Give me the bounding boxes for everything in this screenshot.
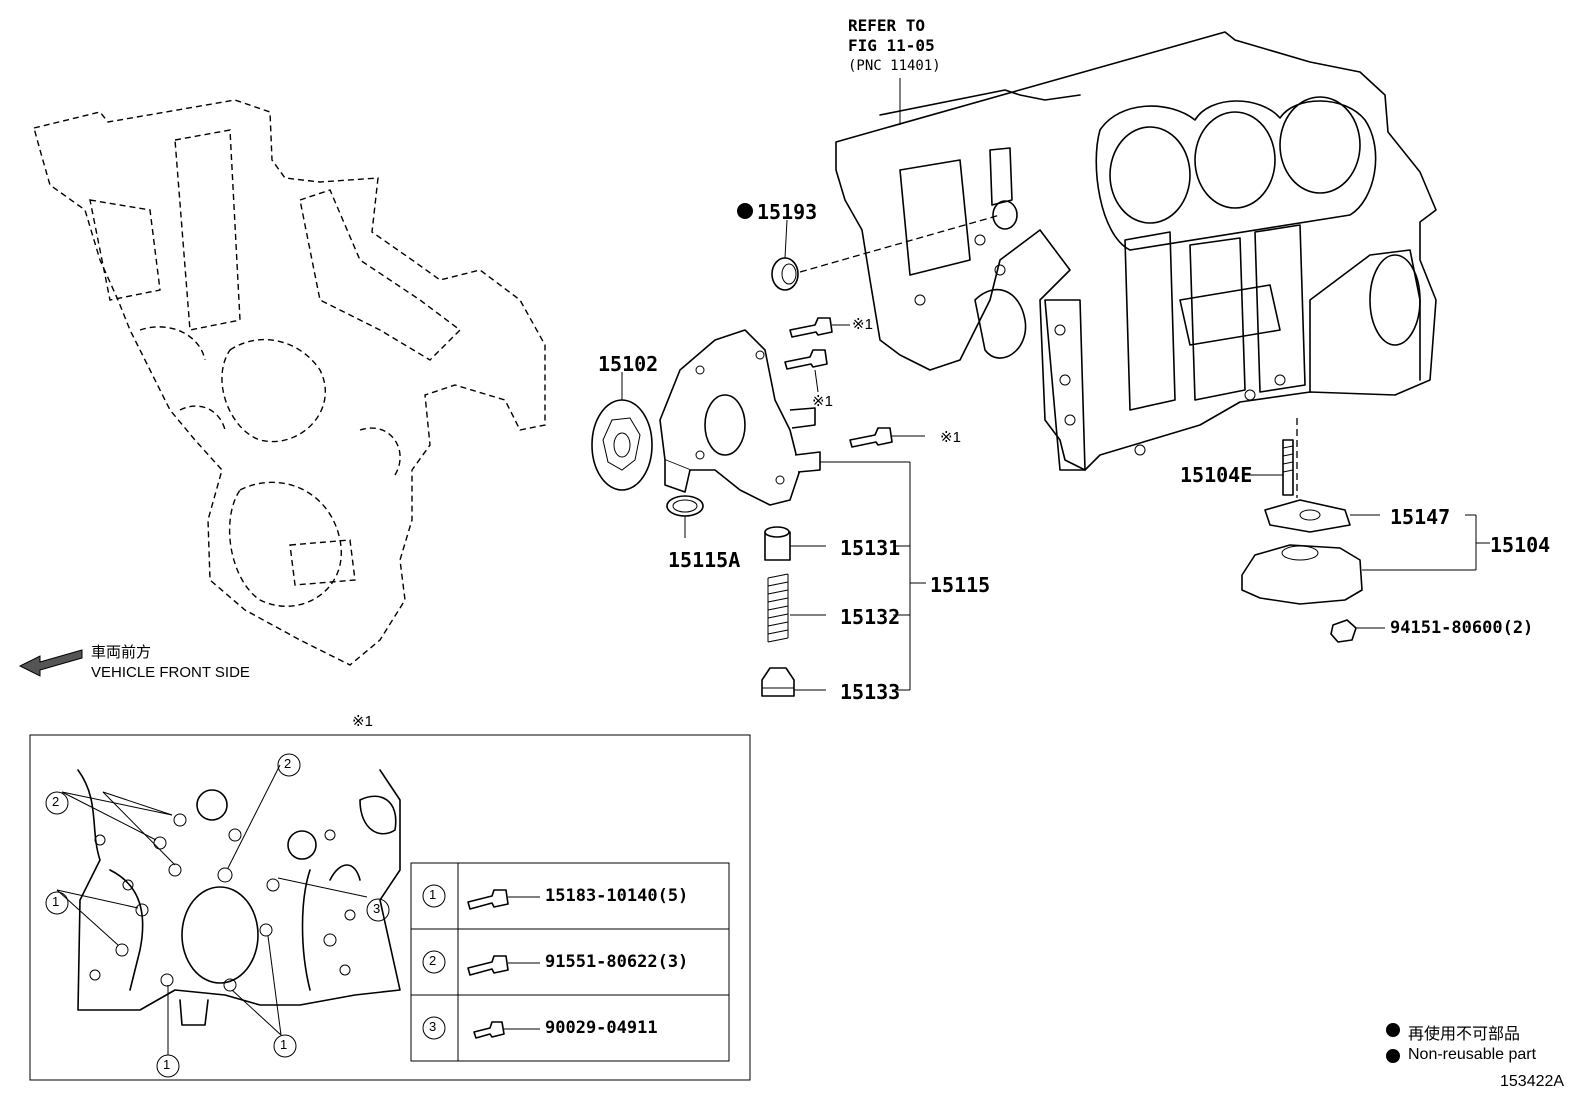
label-15133: 15133 — [840, 680, 901, 704]
cylinder-block-drawing — [835, 31, 1437, 471]
refer-line1: REFER TO — [848, 16, 926, 35]
oil-pump-rotor-15102-drawing — [591, 372, 653, 491]
table-row-2-num: 2 — [429, 953, 437, 968]
o-ring-15115A-drawing — [666, 495, 704, 538]
front-label-en: VEHICLE FRONT SIDE — [91, 664, 250, 681]
table-row-3-num: 3 — [429, 1019, 437, 1034]
callout-2-a: 2 — [52, 794, 60, 809]
legend-dot-icon — [1386, 1023, 1400, 1037]
note-marker-1a: ※1 — [852, 316, 873, 333]
timing-chain-cover-drawing — [33, 99, 546, 666]
note-marker-1c: ※1 — [940, 429, 961, 446]
table-row-2-part: 91551-80622(3) — [545, 952, 689, 972]
label-15104E: 15104E — [1180, 463, 1253, 487]
refer-line3: (PNC 11401) — [848, 58, 941, 74]
front-label-jp: 車両前方 — [91, 644, 152, 661]
label-15102: 15102 — [598, 352, 659, 376]
table-row-3-part: 90029-04911 — [545, 1018, 658, 1038]
legend-en: Non-reusable part — [1408, 1046, 1537, 1063]
label-15104: 15104 — [1490, 533, 1551, 557]
callout-1-c: 1 — [280, 1037, 288, 1052]
legend-dot-icon — [1386, 1049, 1400, 1063]
refer-note: REFER TO FIG 11-05 (PNC 11401) — [848, 16, 941, 76]
parts-table-grid — [410, 862, 730, 1062]
relief-valve-drawing — [761, 461, 926, 697]
oil-seal-15193-drawing — [771, 219, 799, 291]
front-arrow-icon — [18, 649, 83, 677]
table-row-1-part: 15183-10140(5) — [545, 886, 689, 906]
non-reusable-marker-icon — [737, 203, 753, 219]
detail-box — [29, 734, 751, 1081]
label-15115A: 15115A — [668, 548, 741, 572]
oil-pump-body-drawing — [659, 329, 821, 506]
label-15115: 15115 — [930, 573, 991, 597]
note-marker-1b: ※1 — [812, 393, 833, 410]
label-15131: 15131 — [840, 536, 901, 560]
label-15132: 15132 — [840, 605, 901, 629]
refer-line2: FIG 11-05 — [848, 36, 935, 55]
bolts-group-drawing — [784, 317, 925, 448]
table-row-1-num: 1 — [429, 887, 437, 902]
callout-1-b: 1 — [163, 1057, 171, 1072]
detail-callout-circles — [45, 753, 390, 1078]
note-marker-1d: ※1 — [352, 713, 373, 730]
detail-block-drawing — [56, 764, 401, 1055]
legend-jp: 再使用不可部品 — [1408, 1026, 1521, 1043]
mount-bracket-15104-drawing — [1241, 439, 1490, 643]
label-15193: 15193 — [757, 200, 818, 224]
callout-2-b: 2 — [284, 756, 292, 771]
label-94151-80600: 94151-80600(2) — [1390, 618, 1534, 638]
label-15147: 15147 — [1390, 505, 1451, 529]
callout-3: 3 — [373, 901, 381, 916]
callout-1-a: 1 — [52, 894, 60, 909]
figure-id: 153422A — [1500, 1073, 1565, 1090]
